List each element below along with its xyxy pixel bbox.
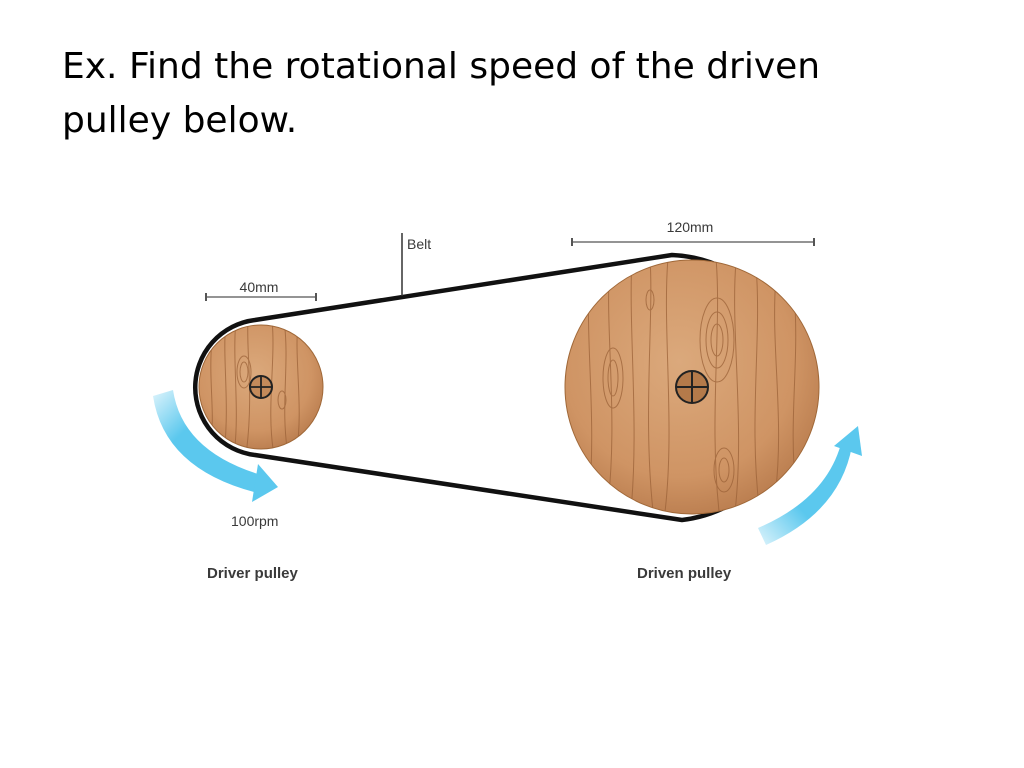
slide-title: Ex. Find the rotational speed of the dri… <box>62 40 962 148</box>
driven-axle-icon <box>675 370 709 404</box>
driver-rotation-arrow-icon <box>153 390 278 502</box>
driver-diameter-dimension <box>205 293 317 301</box>
driven-pulley-caption: Driven pulley <box>637 565 732 582</box>
driven-diameter-label: 120mm <box>667 219 714 235</box>
driver-diameter-label: 40mm <box>240 279 279 295</box>
belt-label: Belt <box>407 236 431 252</box>
title-line-1: Ex. Find the rotational speed of the dri… <box>62 46 821 87</box>
driven-diameter-dimension <box>571 238 815 246</box>
driver-pulley-caption: Driver pulley <box>207 565 299 582</box>
driver-axle-icon <box>249 375 273 399</box>
driven-rotation-arrow-icon <box>758 426 862 545</box>
driver-speed-label: 100rpm <box>231 513 278 529</box>
title-line-2: pulley below. <box>62 100 298 141</box>
